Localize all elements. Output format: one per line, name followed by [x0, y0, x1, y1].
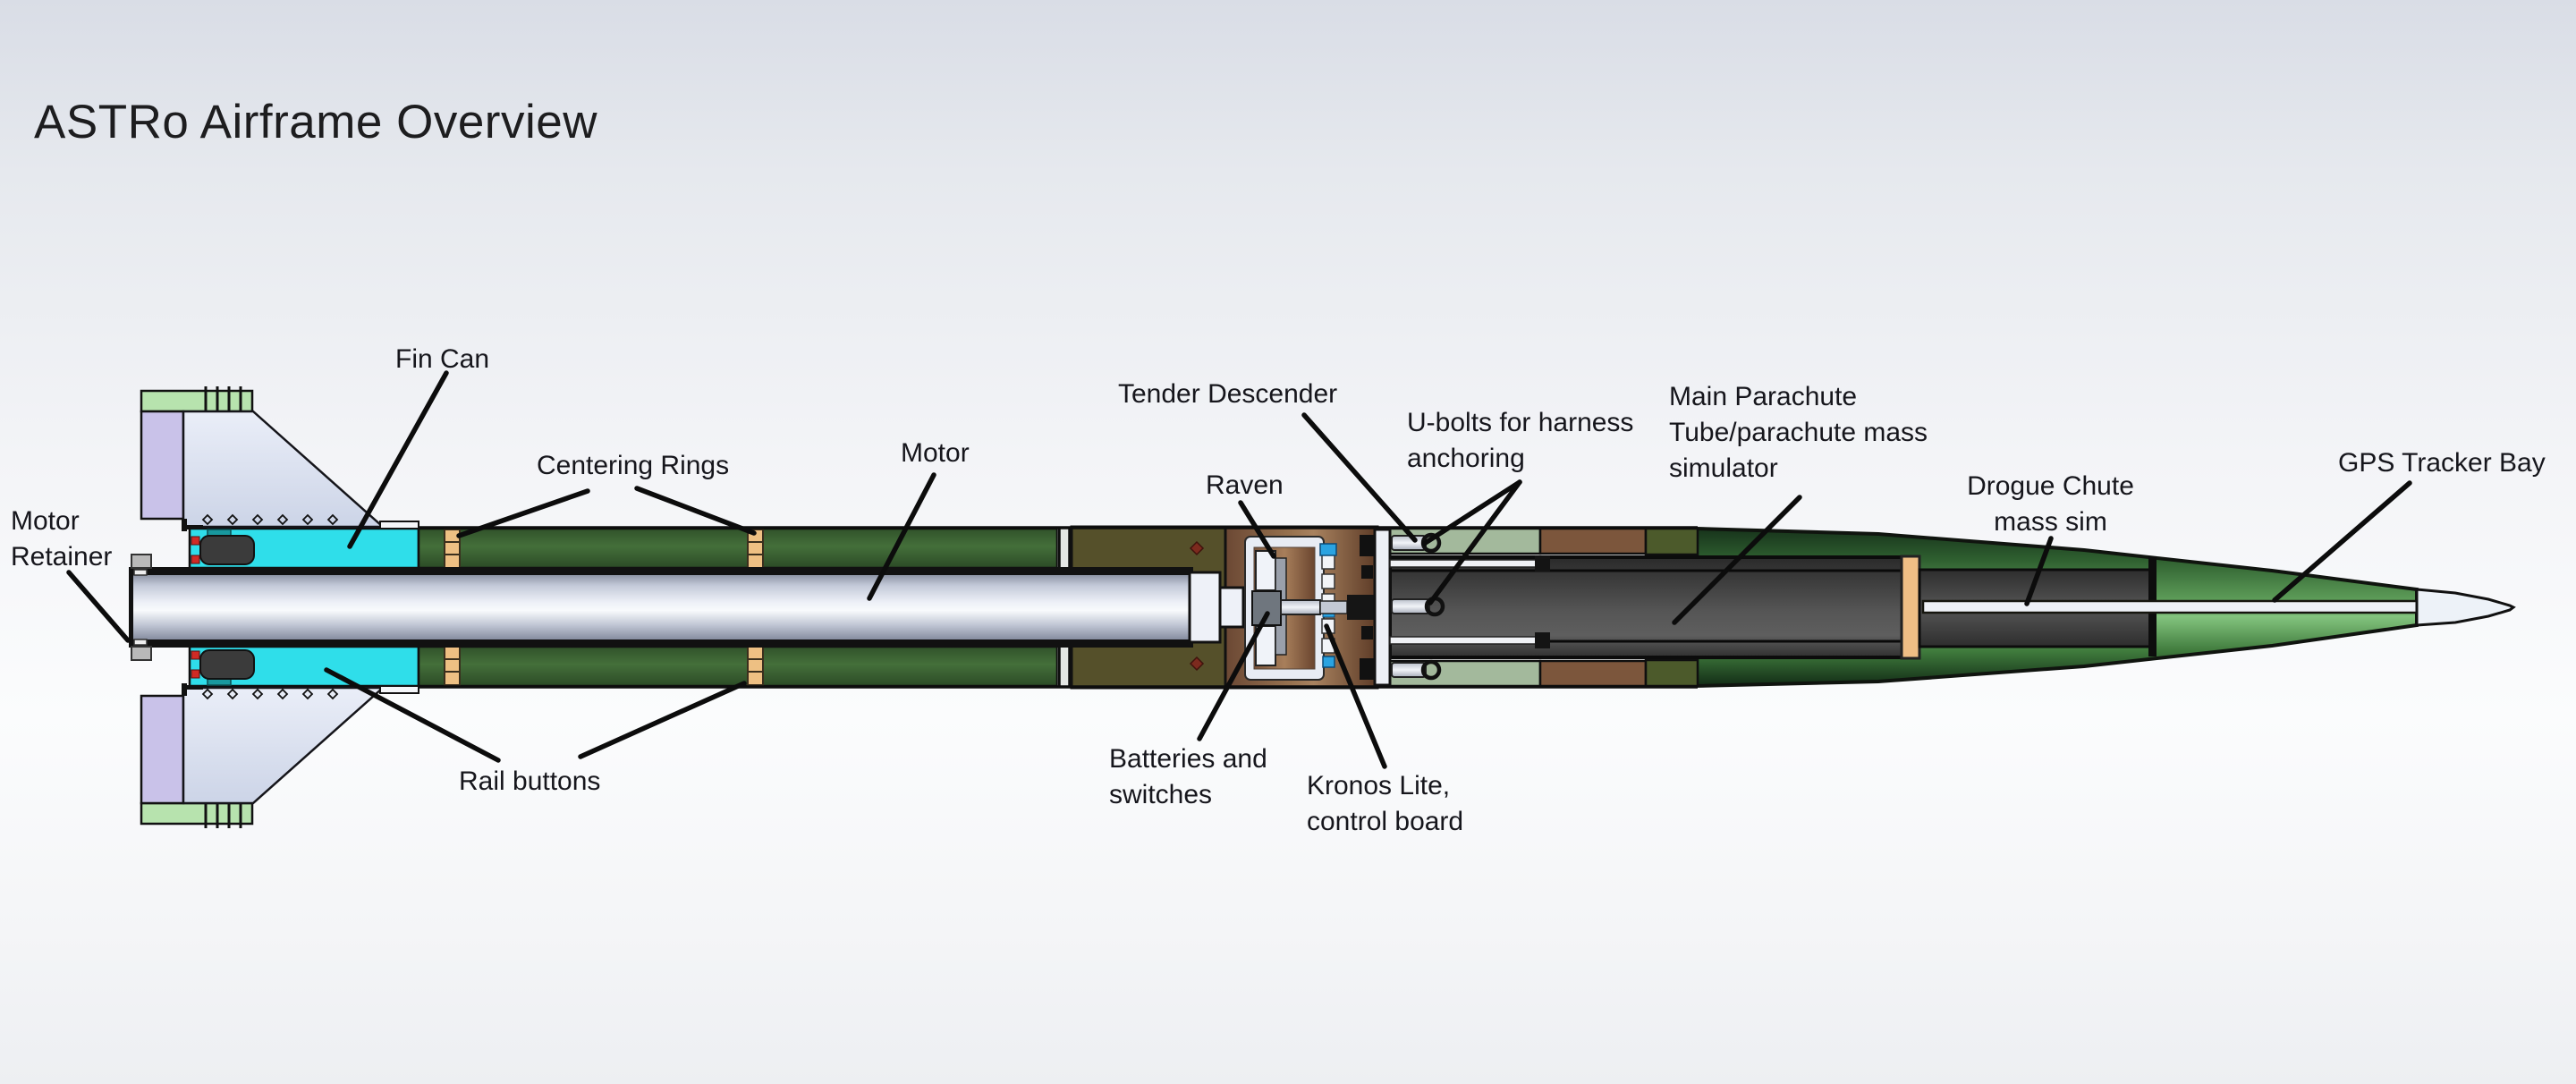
leader-rail-right [578, 681, 747, 759]
label-centering-rings: Centering Rings [537, 451, 730, 480]
shoulder-olive [1644, 658, 1699, 688]
label-line: Motor [11, 506, 80, 536]
leader-centering-left [456, 488, 590, 538]
label-drogue: Drogue Chute mass sim [1950, 469, 2151, 540]
leader-batteries [1197, 611, 1270, 741]
leader-drogue [2024, 536, 2054, 606]
leader-gps [2272, 480, 2412, 603]
label-line: control board [1307, 807, 1464, 836]
u-bolt [1391, 659, 1442, 681]
label-line: mass sim [1994, 507, 2107, 537]
label-line: Tube/parachute mass [1669, 418, 1928, 447]
allthread-rod [1389, 555, 1550, 648]
fin-top [140, 386, 419, 531]
fin-rivet-dots [201, 513, 339, 526]
leader-fin-can [347, 370, 449, 549]
aft-closure-hardware [191, 649, 255, 686]
leader-main-chute [1672, 495, 1802, 625]
nose-tip [2415, 588, 2516, 627]
body-tube-green [417, 645, 1059, 688]
wood-dot [1189, 540, 1205, 556]
leader-ubolt-b [1428, 479, 1522, 606]
label-u-bolts: U-bolts for harness anchoring [1407, 405, 1633, 477]
link-shaft [1319, 600, 1348, 614]
label-line: Batteries and [1109, 744, 1267, 774]
label-rail-buttons: Rail buttons [459, 766, 601, 796]
body-tube-green [417, 527, 1059, 570]
leader-kronos [1324, 623, 1387, 769]
centering-ring [444, 529, 461, 686]
fin-bottom [140, 683, 419, 828]
leader-motor-retainer [66, 570, 131, 643]
label-line: Drogue Chute [1967, 471, 2134, 501]
wood-dot [1189, 656, 1205, 672]
label-raven: Raven [1206, 470, 1284, 500]
bulkhead-brackets [1360, 535, 1374, 680]
motor-retainer-tabs [131, 554, 152, 661]
label-line: Kronos Lite, [1307, 771, 1451, 800]
label-line: anchoring [1407, 444, 1525, 473]
leader-rail-left [324, 667, 501, 763]
aft-closure-hardware [191, 529, 255, 565]
label-line: Retainer [11, 542, 113, 572]
leader-tender [1301, 412, 1418, 543]
leader-motor [867, 472, 936, 601]
label-batteries: Batteries and switches [1109, 741, 1267, 813]
shoulder-olive [1644, 527, 1699, 556]
shaft [1280, 599, 1321, 615]
motor-tube [129, 567, 1193, 648]
centering-ring [747, 529, 764, 686]
center-rod [1921, 599, 2449, 614]
label-line: simulator [1669, 453, 1778, 483]
leader-lines [66, 370, 2412, 769]
label-main-parachute: Main Parachute Tube/parachute mass simul… [1669, 379, 1928, 487]
avionics-sled [1244, 536, 1325, 681]
label-tender-descender: Tender Descender [1118, 379, 1338, 409]
leader-centering-right [634, 486, 757, 536]
label-gps: GPS Tracker Bay [2338, 448, 2546, 478]
shoulder-brown [1538, 659, 1648, 688]
label-motor: Motor [901, 438, 970, 468]
shoulder-brown [1538, 527, 1648, 555]
label-kronos: Kronos Lite, control board [1307, 768, 1463, 840]
av-bay-bulkhead [1373, 528, 1392, 687]
leader-ubolt-a [1421, 479, 1522, 546]
tender-descender-block [1347, 595, 1374, 620]
tube-joint [1057, 529, 1072, 686]
label-line: U-bolts for harness [1407, 408, 1634, 437]
fin-rivet-dots [201, 688, 339, 700]
label-line: switches [1109, 780, 1213, 809]
label-line: Main Parachute [1669, 382, 1858, 411]
label-motor-retainer: Motor Retainer [11, 504, 112, 575]
label-fin-can: Fin Can [395, 344, 490, 374]
motor-forward-closure [1188, 571, 1255, 644]
page-title: ASTRo Airframe Overview [34, 96, 597, 148]
bulkplate-tan [1900, 555, 1921, 660]
leader-raven [1238, 500, 1276, 559]
